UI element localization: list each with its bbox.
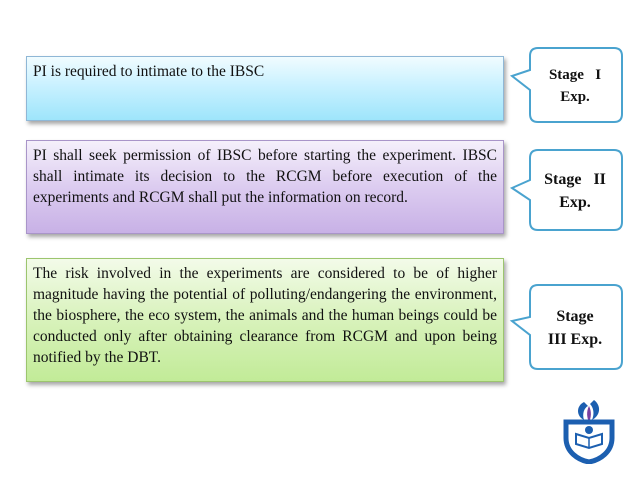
callout-shape (509, 284, 623, 370)
stage-2-label-line2: Exp. (559, 194, 591, 211)
stage-1-label-line2: Exp. (560, 89, 590, 105)
stage-2-label: Stage II Exp. (530, 168, 620, 214)
stage-3-description-text: The risk involved in the experiments are… (33, 265, 497, 366)
stage-2-description-text: PI shall seek permission of IBSC before … (33, 147, 497, 206)
callout-shape (509, 47, 623, 123)
institution-emblem-icon (562, 398, 616, 465)
stage-3-label-line2: III Exp. (547, 331, 603, 348)
stage-3-callout: Stage III Exp. (509, 283, 624, 371)
callout-shape (509, 149, 623, 231)
stage-3-description-box: The risk involved in the experiments are… (26, 258, 504, 382)
stage-1-callout: Stage I Exp. (509, 46, 624, 124)
stage-2-description-box: PI shall seek permission of IBSC before … (26, 140, 504, 234)
stage-3-label-line1: Stage (556, 308, 594, 325)
stage-1-label: Stage I Exp. (530, 64, 620, 108)
stage-2-callout: Stage II Exp. (509, 148, 624, 232)
stage-1-label-line1: Stage I (548, 67, 602, 83)
stage-1-description-box: PI is required to intimate to the IBSC (26, 56, 504, 121)
stage-1-description-text: PI is required to intimate to the IBSC (33, 63, 265, 80)
stage-2-label-line1: Stage II (544, 171, 606, 188)
stage-3-label: Stage III Exp. (530, 305, 620, 351)
